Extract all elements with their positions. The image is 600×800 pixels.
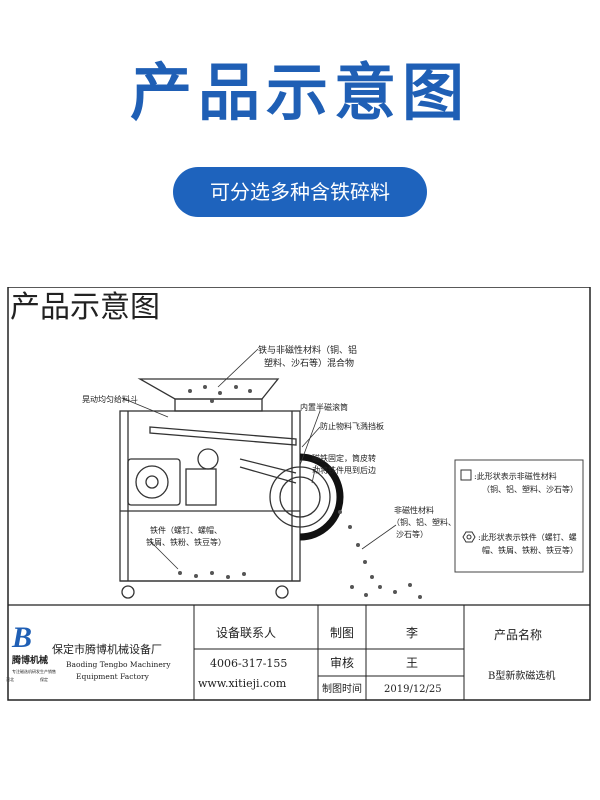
label-nonmag-2: （铜、铝、塑料、 xyxy=(392,517,456,527)
label-magnet-1: 磁铁固定，筒皮转 xyxy=(312,453,376,463)
label-roller: 内置半磁滚筒 xyxy=(300,402,348,412)
label-baffle: 防止物料飞溅挡板 xyxy=(320,421,384,431)
drawn-by-name: 李 xyxy=(406,625,418,640)
company-name-en-2: Equipment Factory xyxy=(76,672,150,681)
legend-box xyxy=(454,459,584,573)
page-title: 产品示意图 xyxy=(129,56,470,129)
drawing-title: 产品示意图 xyxy=(10,290,160,325)
schematic-drawing: 产品示意图 xyxy=(6,287,591,701)
logo-icon: B xyxy=(11,621,32,654)
legend-nut-2: 帽、铁屑、铁粉、铁豆等） xyxy=(482,545,578,555)
company-name-en-1: Baoding Tengbo Machinery xyxy=(66,660,171,669)
label-nonmag-3: 沙石等） xyxy=(396,529,428,539)
subtitle-badge: 可分选多种含铁碎料 xyxy=(173,167,427,217)
label-feed-mix-1: 铁与非磁性材料（铜、铝 xyxy=(258,344,357,356)
logo-left: 河北 xyxy=(6,676,14,682)
company-name-cn: 保定市腾博机械设备厂 xyxy=(52,642,162,656)
logo-fine-print: 专注磁选机研发生产销售 xyxy=(12,668,56,674)
reviewed-by-name: 王 xyxy=(406,656,418,670)
label-iron-2: 铁屑、铁粉、铁豆等） xyxy=(146,537,226,547)
legend-square-1: :此形状表示非磁性材料 xyxy=(474,471,557,481)
label-nonmag-1: 非磁性材料 xyxy=(394,505,434,515)
square-symbol-icon xyxy=(460,469,472,481)
drawing-date-label: 制图时间 xyxy=(322,682,362,695)
drawn-by-label: 制图 xyxy=(330,626,354,640)
contact-label: 设备联系人 xyxy=(216,626,276,640)
label-feed-mix-2: 塑料、沙石等）混合物 xyxy=(264,357,354,369)
legend-square-2: （铜、铝、塑料、沙石等） xyxy=(482,484,578,494)
logo-right: 保定 xyxy=(40,676,48,682)
label-iron-1: 铁件（螺钉、螺帽、 xyxy=(150,525,222,535)
legend-nut-1: :此形状表示铁件（螺钉、螺 xyxy=(478,532,577,542)
website-link[interactable]: www.xitieji.com xyxy=(198,677,287,690)
label-magnet-2: 动将铁件甩到后边 xyxy=(312,465,376,475)
product-name: B型新款磁选机 xyxy=(488,669,555,682)
logo-brand: 腾博机械 xyxy=(11,654,48,666)
reviewed-by-label: 审核 xyxy=(330,655,354,670)
label-shaker: 晃动均匀给料斗 xyxy=(82,394,138,404)
product-name-label: 产品名称 xyxy=(494,627,542,642)
drawing-date: 2019/12/25 xyxy=(384,684,442,695)
nut-symbol-icon xyxy=(462,531,476,543)
contact-phone: 4006-317-155 xyxy=(210,657,287,670)
